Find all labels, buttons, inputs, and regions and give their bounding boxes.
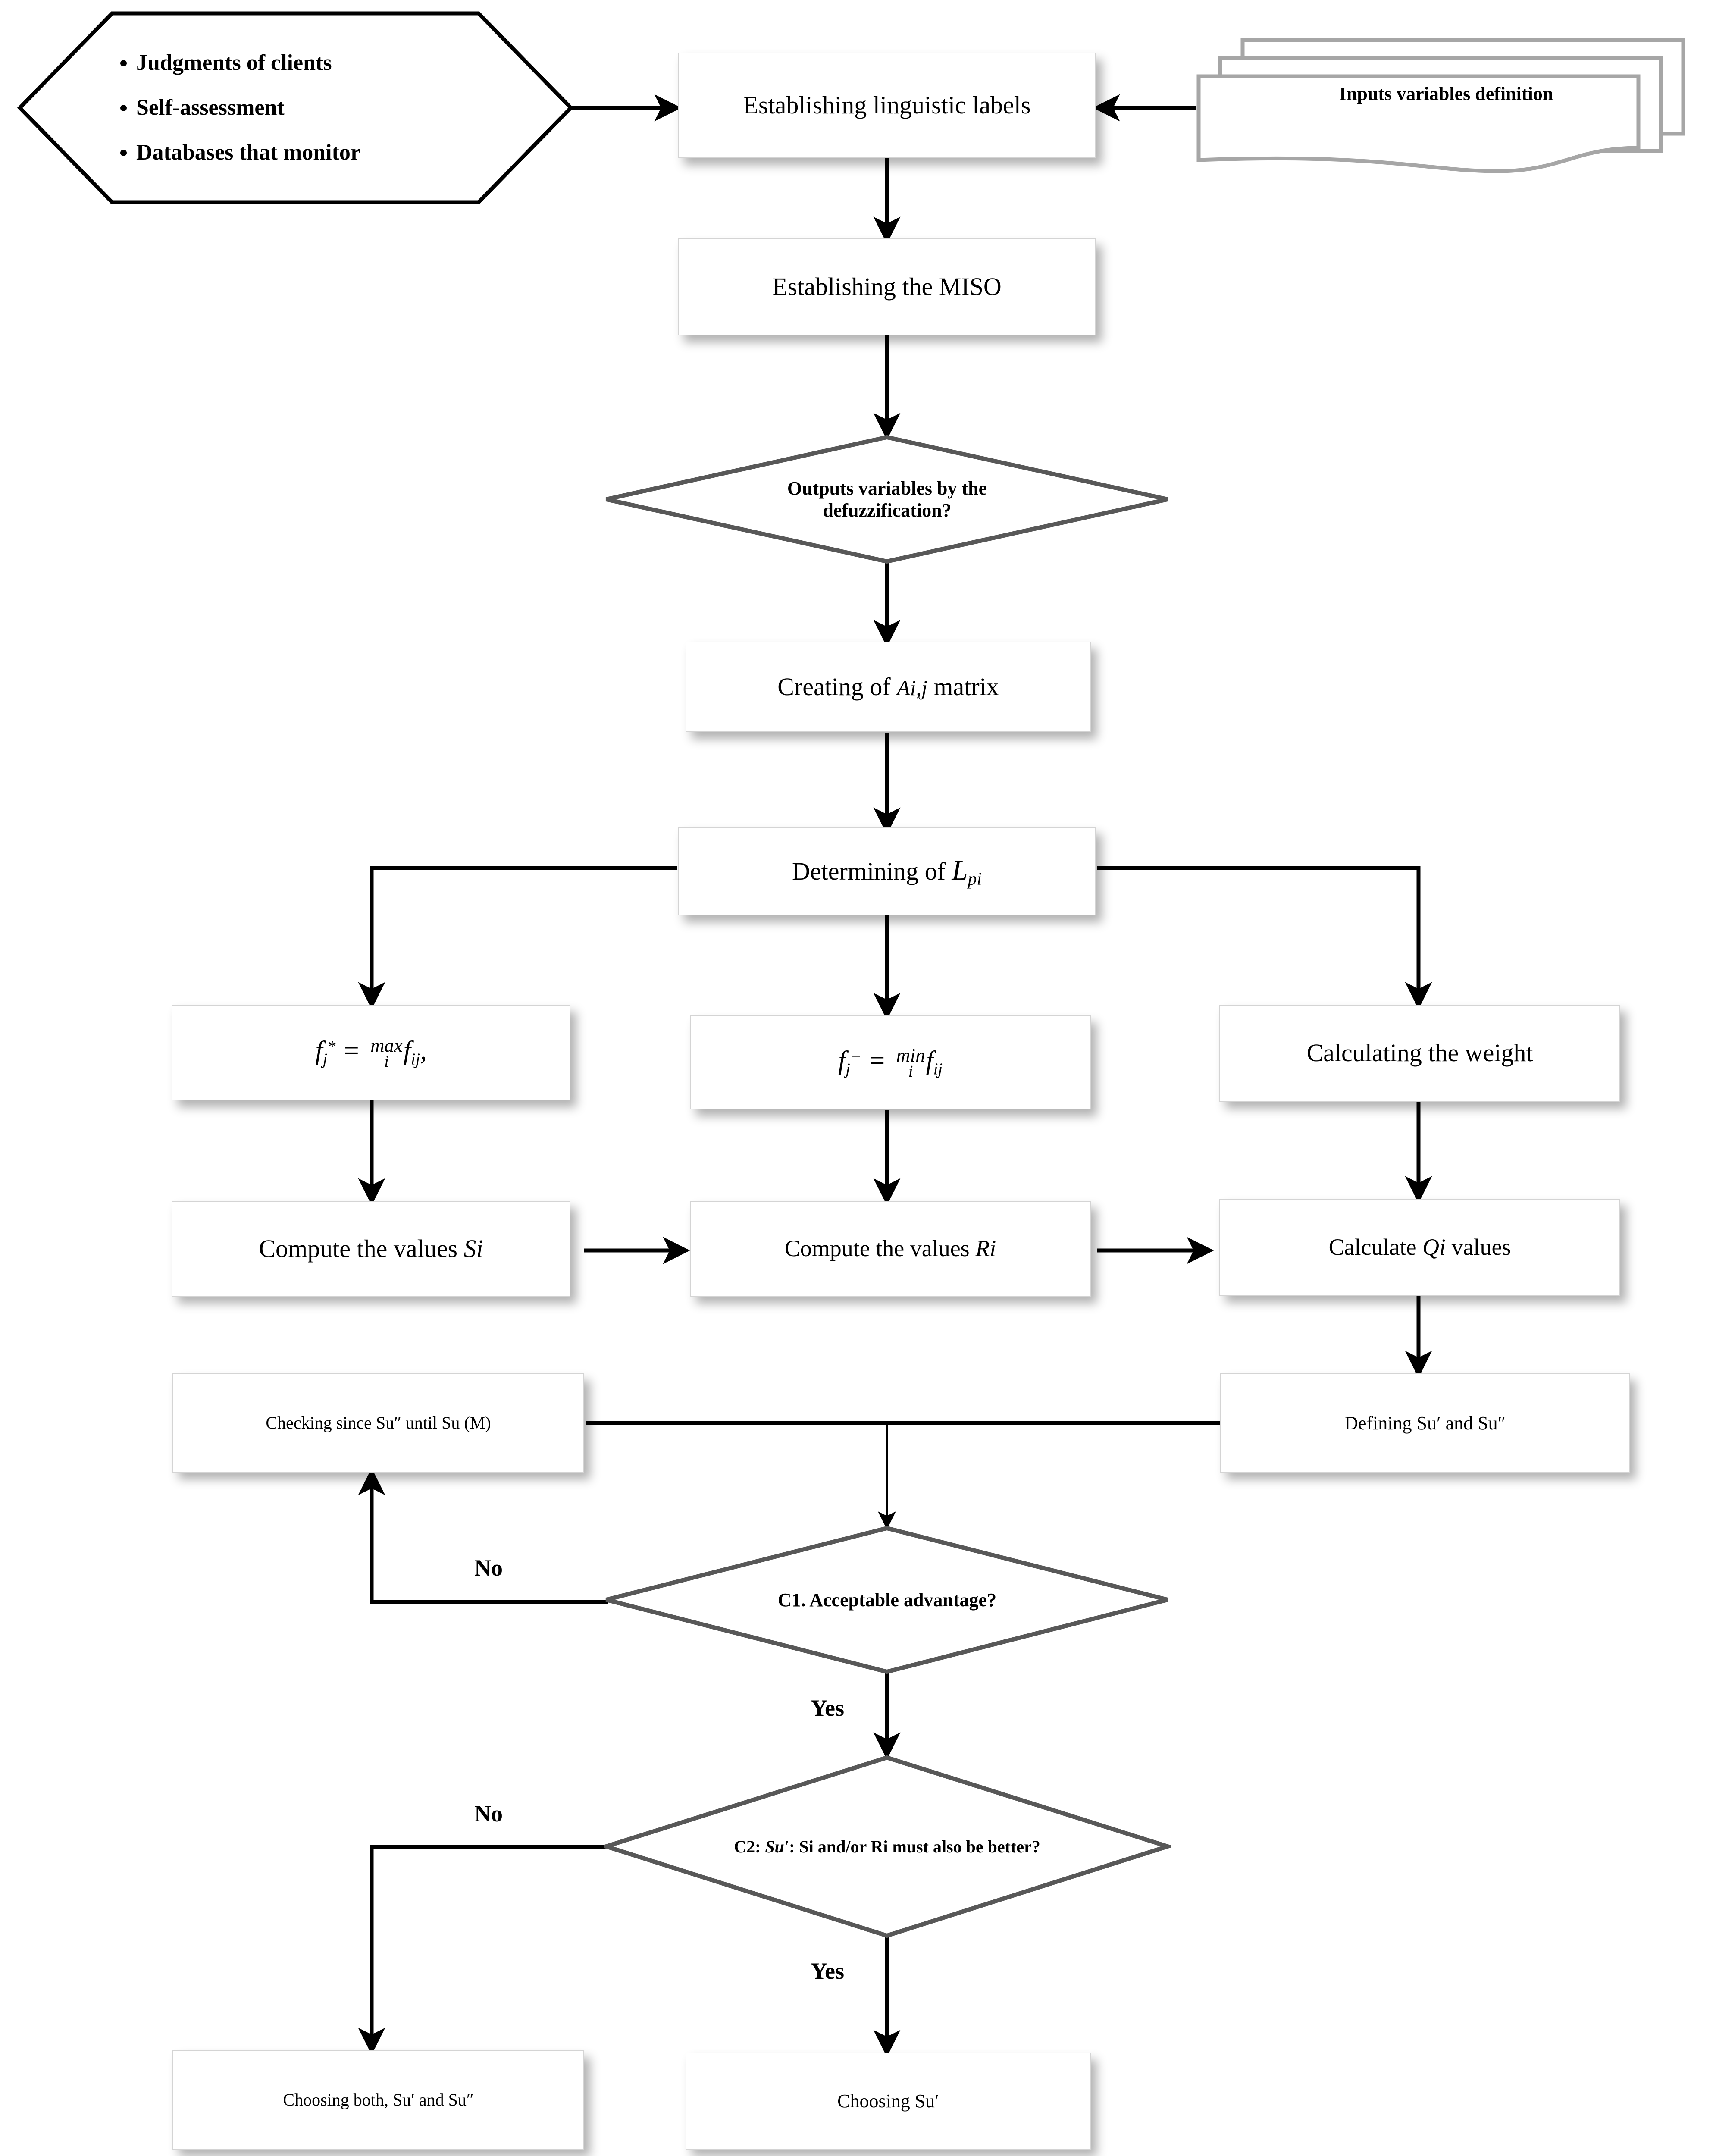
- compute-si-text: Compute the values Si: [251, 1233, 491, 1265]
- defuzz-line-1: Outputs variables by the: [787, 478, 987, 499]
- defining-su-text: Defining Su′ and Su″: [1344, 1412, 1506, 1434]
- edge-lpi-to-fstar: [358, 866, 677, 1009]
- decision-c2-su-better[interactable]: C2: Su′: Si and/or Ri must also be bette…: [604, 1755, 1171, 1938]
- inputs-definition-text: Inputs variables definition: [1339, 83, 1553, 104]
- node-choosing-su[interactable]: Choosing Su′: [686, 2053, 1091, 2150]
- choosing-both-text: Choosing both, Su′ and Su″: [283, 2090, 474, 2109]
- establishing-miso-text: Establishing the MISO: [772, 273, 1002, 301]
- compute-si-pre: Compute the values: [259, 1234, 464, 1263]
- node-determining-lpi[interactable]: Determining of Lpi: [678, 827, 1096, 915]
- c2-var: Su′: [765, 1837, 789, 1856]
- determining-lpi-pre: Determining of: [792, 857, 952, 885]
- calculating-weight-text: Calculating the weight: [1306, 1039, 1533, 1067]
- node-checking-su[interactable]: Checking since Su″ until Su (M): [172, 1373, 584, 1473]
- decision-defuzzification[interactable]: Outputs variables by the defuzzification…: [604, 435, 1171, 564]
- calculate-qi-text: Calculate Qi values: [1321, 1233, 1519, 1262]
- node-calculating-weight[interactable]: Calculating the weight: [1219, 1005, 1620, 1102]
- calculate-qi-pre: Calculate: [1328, 1234, 1422, 1260]
- c2-pre: C2:: [734, 1837, 765, 1856]
- hexagon-bullet-3: Databases that monitor: [136, 130, 573, 175]
- c2-post: : Si and/or Ri must also be better?: [789, 1837, 1040, 1856]
- edge-label-c1-no: No: [474, 1555, 503, 1581]
- decision-c1-acceptable-advantage[interactable]: C1. Acceptable advantage?: [604, 1526, 1171, 1674]
- edge-c1-no-to-checking: [358, 1468, 608, 1604]
- checking-su-text: Checking since Su″ until Su (M): [266, 1413, 491, 1432]
- edge-c2-no-to-both: [358, 1845, 608, 2055]
- establishing-labels-text: Establishing linguistic labels: [743, 91, 1031, 119]
- node-calculate-qi[interactable]: Calculate Qi values: [1219, 1199, 1620, 1296]
- compute-ri-text: Compute the values Ri: [777, 1234, 1004, 1263]
- creating-matrix-text: Creating of Ai,j matrix: [770, 671, 1007, 703]
- compute-ri-pre: Compute the values: [784, 1235, 976, 1262]
- edge-label-c2-no: No: [474, 1801, 503, 1827]
- node-establishing-linguistic-labels[interactable]: Establishing linguistic labels: [678, 53, 1096, 158]
- edge-label-c2-yes: Yes: [811, 1958, 844, 1984]
- calculate-qi-post: values: [1445, 1234, 1511, 1260]
- node-compute-si[interactable]: Compute the values Si: [172, 1201, 570, 1297]
- creating-matrix-var: Ai,j: [897, 676, 927, 700]
- decision-defuzzification-text: Outputs variables by the defuzzification…: [604, 435, 1171, 564]
- inputs-variables-document: Inputs variables definition: [1195, 37, 1687, 175]
- edge-lpi-to-weight: [1097, 866, 1432, 1009]
- determining-lpi-var: L: [952, 854, 968, 886]
- determining-lpi-sub: pi: [968, 869, 982, 889]
- node-establishing-miso[interactable]: Establishing the MISO: [678, 238, 1096, 335]
- inputs-hexagon: Judgments of clients Self-assessment Dat…: [17, 11, 573, 205]
- c1-label: C1. Acceptable advantage?: [777, 1589, 997, 1611]
- decision-c1-text: C1. Acceptable advantage?: [604, 1526, 1171, 1674]
- determining-lpi-text: Determining of Lpi: [784, 852, 990, 890]
- creating-matrix-post: matrix: [927, 672, 999, 701]
- choosing-su-text: Choosing Su′: [837, 2090, 939, 2112]
- hexagon-bullet-2: Self-assessment: [136, 85, 573, 130]
- node-compute-ri[interactable]: Compute the values Ri: [690, 1201, 1091, 1297]
- node-defining-su[interactable]: Defining Su′ and Su″: [1220, 1373, 1630, 1473]
- defuzz-line-2: defuzzification?: [823, 500, 952, 521]
- compute-ri-var: Ri: [975, 1235, 996, 1262]
- node-choosing-both[interactable]: Choosing both, Su′ and Su″: [172, 2050, 584, 2150]
- compute-si-var: Si: [463, 1234, 483, 1263]
- hexagon-bullet-1: Judgments of clients: [136, 41, 573, 85]
- inputs-variables-document-text: Inputs variables definition: [1195, 37, 1687, 175]
- creating-matrix-pre: Creating of: [777, 672, 897, 701]
- edge-label-c1-yes: Yes: [811, 1695, 844, 1721]
- inputs-hexagon-text: Judgments of clients Self-assessment Dat…: [17, 11, 573, 205]
- decision-c2-text: C2: Su′: Si and/or Ri must also be bette…: [604, 1755, 1171, 1938]
- node-creating-matrix[interactable]: Creating of Ai,j matrix: [686, 642, 1091, 732]
- calculate-qi-var: Qi: [1422, 1234, 1446, 1260]
